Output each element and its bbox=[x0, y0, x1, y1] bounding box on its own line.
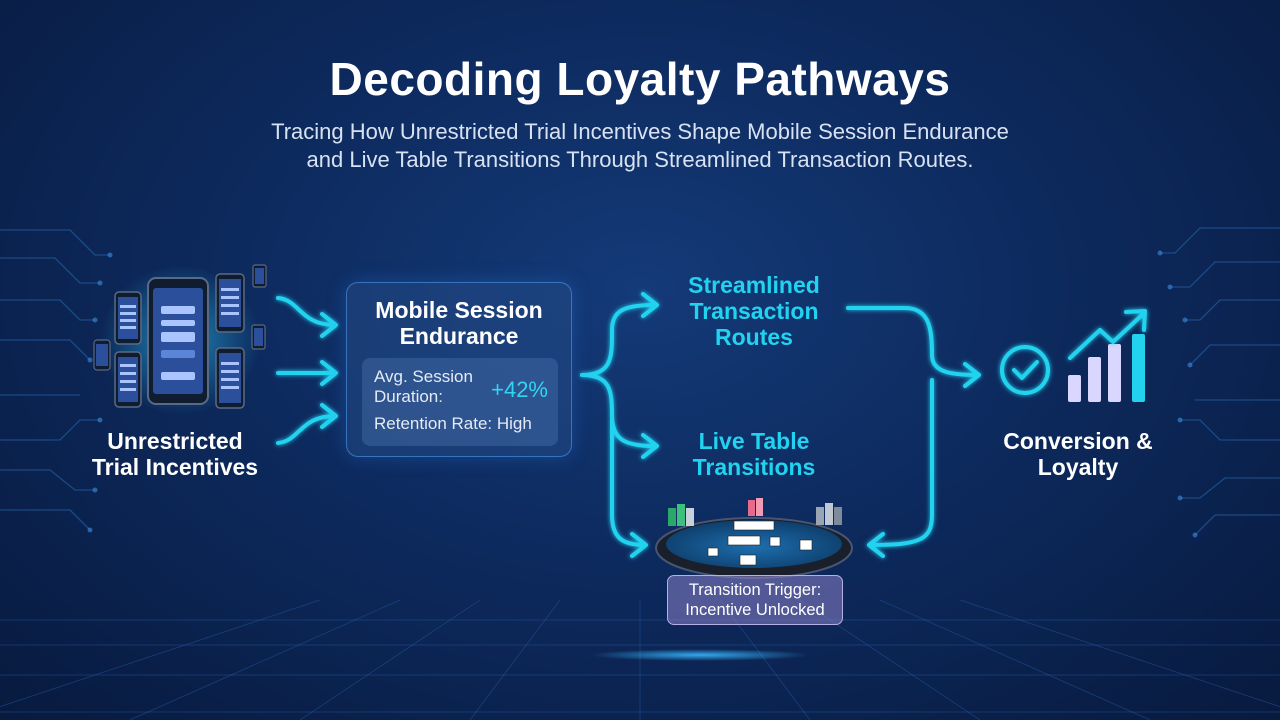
live-table-line-2: Transitions bbox=[692, 454, 816, 480]
incentives-line-1: Unrestricted bbox=[107, 428, 243, 454]
arrow-incentives-to-session-top bbox=[276, 296, 337, 327]
subtitle-line-1: Tracing How Unrestricted Trial Incentive… bbox=[271, 119, 1009, 144]
live-table-line-1: Live Table bbox=[698, 428, 810, 454]
trigger-line-1: Transition Trigger: bbox=[688, 581, 822, 599]
avg-session-label-line-2: Duration: bbox=[374, 387, 443, 406]
transaction-line-2: Transaction bbox=[689, 298, 819, 324]
page-subtitle: Tracing How Unrestricted Trial Incentive… bbox=[0, 118, 1280, 174]
phones-cluster bbox=[93, 264, 267, 415]
incentives-line-2: Trial Incentives bbox=[91, 454, 259, 480]
node-transaction-label: Streamlined Transaction Routes bbox=[664, 272, 844, 350]
arrow-transaction-to-conversion bbox=[846, 306, 980, 377]
transaction-line-1: Streamlined bbox=[688, 272, 820, 298]
session-stats-panel: Avg. Session Duration: +42% Retention Ra… bbox=[362, 358, 558, 446]
bar-chart-icon bbox=[1068, 334, 1145, 402]
transition-trigger-box: Transition Trigger: Incentive Unlocked bbox=[667, 575, 843, 625]
session-title: Mobile Session Endurance bbox=[347, 297, 571, 349]
avg-session-label-line-1: Avg. Session bbox=[374, 367, 473, 386]
node-incentives-label: Unrestricted Trial Incentives bbox=[70, 428, 280, 480]
circuit-lines-right bbox=[1160, 227, 1280, 536]
session-endurance-box: Mobile Session Endurance Avg. Session Du… bbox=[346, 282, 572, 457]
session-title-line-2: Endurance bbox=[399, 323, 519, 349]
transaction-line-3: Routes bbox=[715, 324, 793, 350]
node-live-table-label: Live Table Transitions bbox=[664, 428, 844, 480]
chip-stack-icon bbox=[668, 498, 842, 526]
conversion-line-1: Conversion & bbox=[1003, 428, 1153, 454]
avg-session-value: +42% bbox=[491, 377, 548, 402]
node-conversion-label: Conversion & Loyalty bbox=[978, 428, 1178, 480]
avg-session-label: Avg. Session Duration: bbox=[374, 367, 484, 407]
check-circle-icon bbox=[1000, 345, 1050, 395]
arrow-incentives-to-session-bottom bbox=[276, 414, 337, 445]
page-title: Decoding Loyalty Pathways bbox=[329, 53, 951, 105]
casino-table-icon bbox=[655, 498, 853, 579]
conversion-line-2: Loyalty bbox=[1037, 454, 1119, 480]
trigger-line-2: Incentive Unlocked bbox=[685, 601, 825, 619]
trend-arrow-icon bbox=[1068, 309, 1147, 360]
retention-rate: Retention Rate: High bbox=[374, 414, 532, 433]
subtitle-line-2: and Live Table Transitions Through Strea… bbox=[306, 147, 974, 172]
arrow-session-split bbox=[580, 303, 657, 377]
circuit-lines-left bbox=[0, 229, 110, 531]
arrow-conversion-to-table bbox=[868, 378, 934, 547]
session-title-line-1: Mobile Session bbox=[375, 297, 543, 323]
